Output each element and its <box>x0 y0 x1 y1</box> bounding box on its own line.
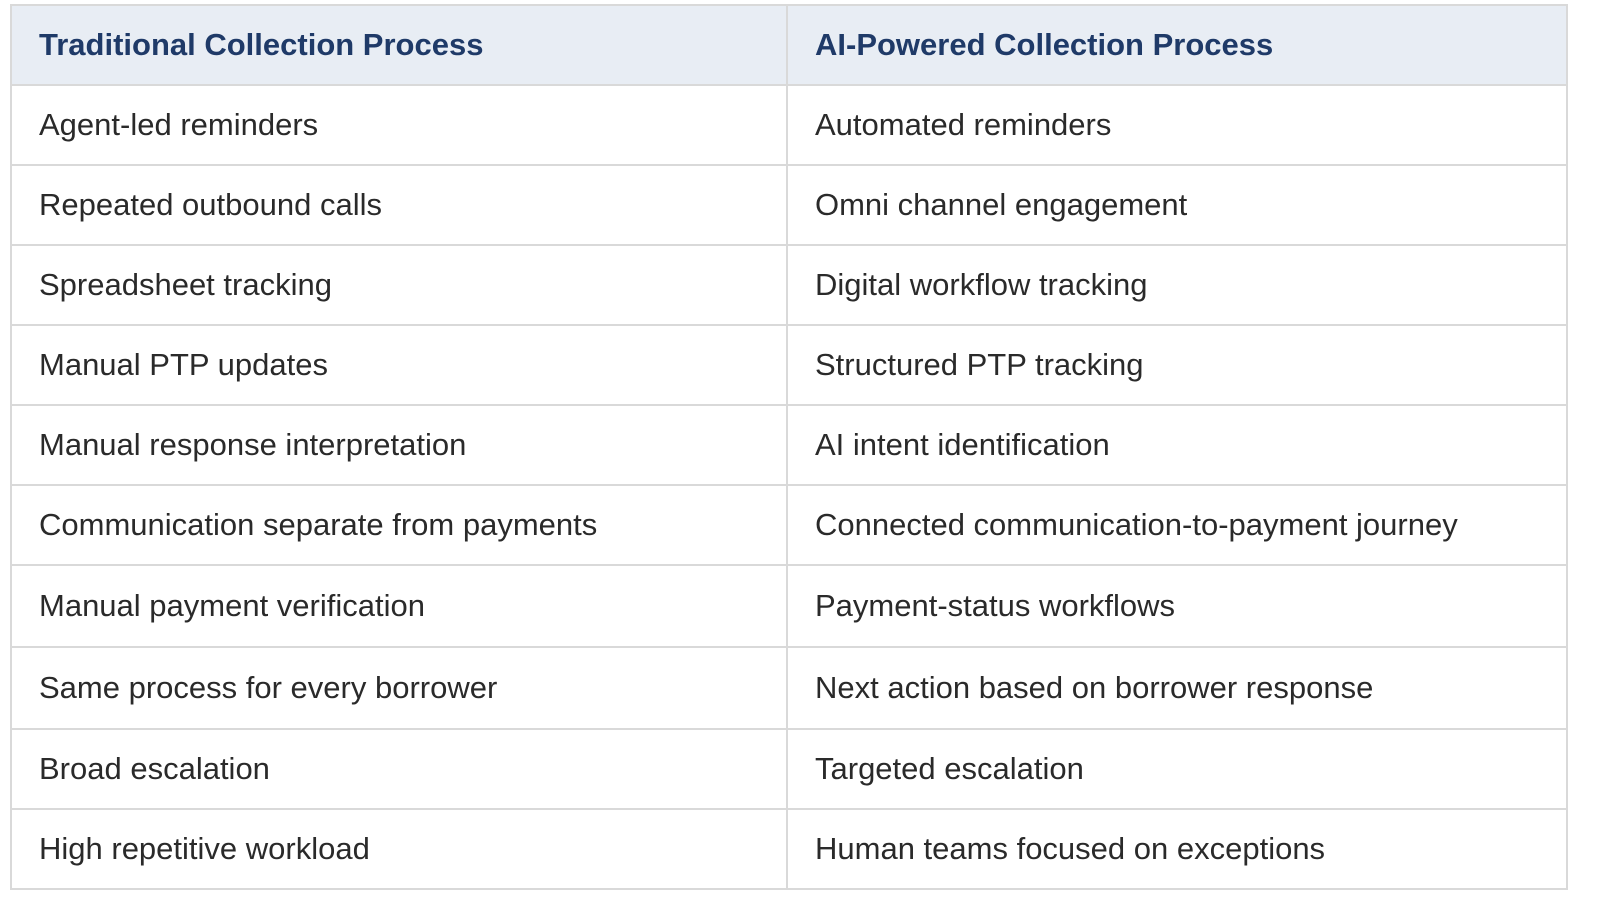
table-row: Same process for every borrower Next act… <box>10 646 1568 730</box>
ai-powered-cell: Connected communication-to-payment journ… <box>786 484 1568 566</box>
comparison-table: Traditional Collection Process AI-Powere… <box>10 4 1568 890</box>
table-row: Spreadsheet tracking Digital workflow tr… <box>10 244 1568 326</box>
ai-powered-cell: Automated reminders <box>786 84 1568 166</box>
ai-powered-cell: Omni channel engagement <box>786 164 1568 246</box>
ai-powered-cell: AI intent identification <box>786 404 1568 486</box>
traditional-cell: High repetitive workload <box>10 808 788 890</box>
table-header-row: Traditional Collection Process AI-Powere… <box>10 4 1568 86</box>
ai-powered-cell: Digital workflow tracking <box>786 244 1568 326</box>
ai-powered-cell: Human teams focused on exceptions <box>786 808 1568 890</box>
traditional-cell: Communication separate from payments <box>10 484 788 566</box>
ai-powered-cell: Targeted escalation <box>786 728 1568 810</box>
traditional-cell: Same process for every borrower <box>10 646 788 730</box>
traditional-cell: Manual payment verification <box>10 564 788 648</box>
ai-powered-cell: Payment-status workflows <box>786 564 1568 648</box>
table-row: Broad escalation Targeted escalation <box>10 728 1568 810</box>
traditional-cell: Broad escalation <box>10 728 788 810</box>
header-traditional: Traditional Collection Process <box>10 4 788 86</box>
table-row: Manual payment verification Payment-stat… <box>10 564 1568 648</box>
traditional-cell: Manual response interpretation <box>10 404 788 486</box>
table-row: Communication separate from payments Con… <box>10 484 1568 566</box>
traditional-cell: Repeated outbound calls <box>10 164 788 246</box>
traditional-cell: Manual PTP updates <box>10 324 788 406</box>
table-row: Manual response interpretation AI intent… <box>10 404 1568 486</box>
table-row: Manual PTP updates Structured PTP tracki… <box>10 324 1568 406</box>
table-row: Agent-led reminders Automated reminders <box>10 84 1568 166</box>
table-row: Repeated outbound calls Omni channel eng… <box>10 164 1568 246</box>
ai-powered-cell: Next action based on borrower response <box>786 646 1568 730</box>
table-row: High repetitive workload Human teams foc… <box>10 808 1568 890</box>
comparison-table-container: Traditional Collection Process AI-Powere… <box>10 4 1568 890</box>
ai-powered-cell: Structured PTP tracking <box>786 324 1568 406</box>
traditional-cell: Spreadsheet tracking <box>10 244 788 326</box>
header-ai-powered: AI-Powered Collection Process <box>786 4 1568 86</box>
traditional-cell: Agent-led reminders <box>10 84 788 166</box>
